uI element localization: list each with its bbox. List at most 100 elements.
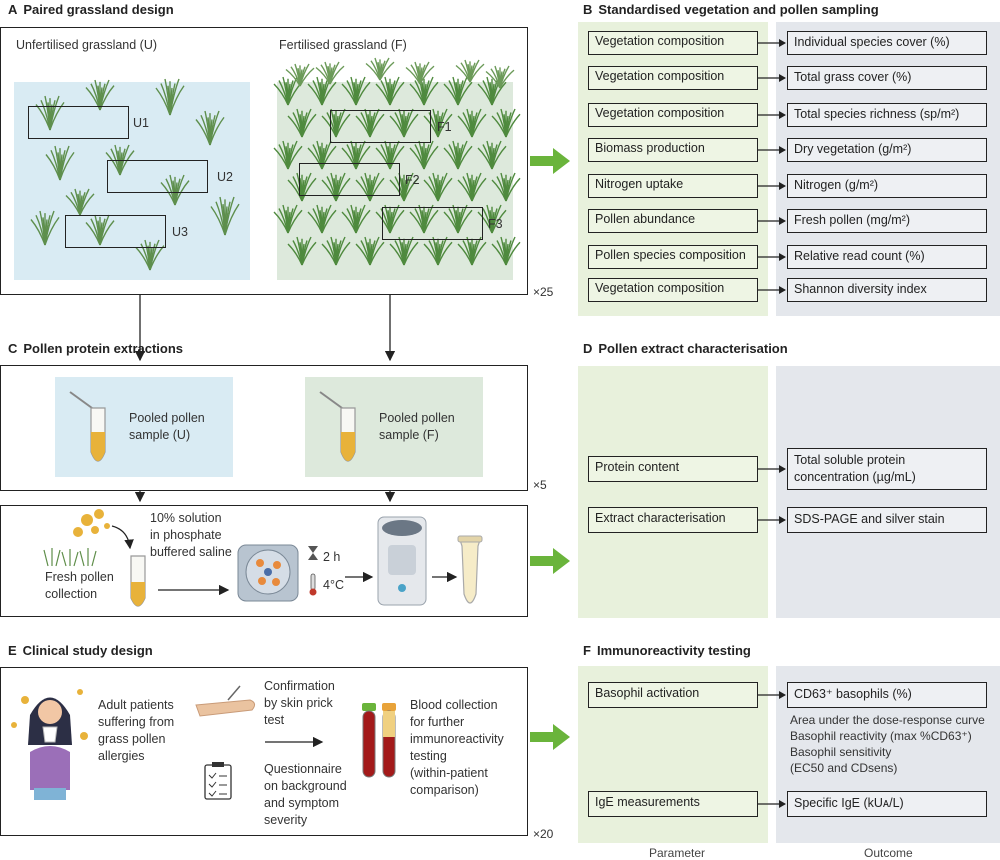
- plot-f1-label: F1: [437, 120, 452, 134]
- grass-tuft: [321, 236, 351, 266]
- grass-tuft: [287, 172, 317, 202]
- grass-tuft: [65, 188, 95, 216]
- sample-u-label: Pooled pollen sample (U): [129, 411, 205, 442]
- plot-u1-rect: [28, 106, 129, 139]
- f-outcome-cd63: CD63⁺ basophils (%): [787, 682, 987, 708]
- grass-tuft: [315, 61, 345, 85]
- grass-tuft: [85, 214, 115, 246]
- grass-tuft: [491, 236, 521, 266]
- sample-u-box: [55, 377, 233, 477]
- b-outcome-box: Relative read count (%): [787, 245, 987, 269]
- arrow-head: [779, 516, 786, 524]
- patient-icon: [11, 689, 88, 800]
- plot-u3-rect: [65, 215, 166, 248]
- hourglass-icon: [308, 546, 318, 560]
- rotator-icon: [237, 544, 299, 602]
- green-arrow-e-f: [530, 724, 570, 750]
- grass-tuft: [273, 204, 303, 234]
- time-label: 2 h: [323, 550, 341, 564]
- f-param-basophil: Basophil activation: [588, 682, 758, 708]
- centrifuge-icon: [377, 516, 427, 606]
- sample-f-box: [305, 377, 483, 477]
- collection-tube-icon: [130, 555, 146, 607]
- b-parameter-box: Biomass production: [588, 138, 758, 162]
- grass-tuft: [455, 59, 485, 83]
- grass-tuft: [491, 172, 521, 202]
- grass-tuft: [341, 76, 371, 106]
- grass-tuft: [195, 110, 225, 146]
- grass-tuft: [491, 108, 521, 138]
- b-parameter-box: Vegetation composition: [588, 31, 758, 55]
- footer-parameter: Parameter: [649, 846, 706, 860]
- arrow-head: [779, 39, 786, 47]
- arrow-head: [779, 182, 786, 190]
- panel-d-parameter-bg: [578, 366, 768, 618]
- plot-f3-label: F3: [488, 217, 503, 231]
- b-outcome-box: Fresh pollen (mg/m²): [787, 209, 987, 233]
- b-outcome-box: Individual species cover (%): [787, 31, 987, 55]
- solution-label: 10% solution in phosphate buffered salin…: [150, 511, 232, 559]
- b-outcome-box: Shannon diversity index: [787, 278, 987, 302]
- grass-tuft: [210, 196, 240, 236]
- patients-label: Adult patients suffering from grass poll…: [98, 698, 175, 763]
- arrow-head: [779, 111, 786, 119]
- arrow-head: [779, 465, 786, 473]
- b-parameter-box: Vegetation composition: [588, 103, 758, 127]
- thermometer-icon: [309, 573, 317, 596]
- sample-f-label: Pooled pollen sample (F): [379, 411, 455, 442]
- grass-tuft: [409, 76, 439, 106]
- d-outcome-sds: SDS-PAGE and silver stain: [787, 507, 987, 533]
- grass-tuft: [375, 76, 405, 106]
- tube-u-icon: [69, 391, 106, 462]
- confirmation-label: Confirmation by skin prick test: [264, 679, 335, 727]
- f-param-ige: IgE measurements: [588, 791, 758, 817]
- arrow-head: [779, 691, 786, 699]
- grass-tuft: [443, 76, 473, 106]
- panel-e-multiplier: ×20: [533, 827, 554, 841]
- grass-tuft: [341, 204, 371, 234]
- b-outcome-box: Dry vegetation (g/m²): [787, 138, 987, 162]
- pollen-dots-icon: [73, 509, 110, 537]
- plot-u3-label: U3: [172, 225, 188, 239]
- b-parameter-box: Pollen abundance: [588, 209, 758, 233]
- plot-f3-rect: [382, 207, 483, 240]
- b-outcome-box: Total species richness (sp/m²): [787, 103, 987, 127]
- plot-u1-label: U1: [133, 116, 149, 130]
- plot-u2-rect: [107, 160, 208, 193]
- small-grass-icon: [43, 548, 97, 567]
- fresh-pollen-label: Fresh pollen collection: [45, 570, 114, 601]
- grass-tuft: [477, 204, 507, 234]
- tube-f-icon: [319, 391, 356, 462]
- arrow-head: [779, 253, 786, 261]
- arrow-head: [779, 146, 786, 154]
- grass-tuft: [105, 144, 135, 176]
- footer-outcome: Outcome: [864, 846, 913, 860]
- panel-e-frame: [0, 667, 528, 836]
- grass-tuft: [155, 78, 185, 116]
- panel-c-multiplier: ×5: [533, 478, 547, 492]
- grass-tuft: [273, 140, 303, 170]
- grass-tuft: [389, 236, 419, 266]
- grass-tuft: [389, 108, 419, 138]
- clipboard-icon: [204, 762, 232, 800]
- questionnaire-label: Questionnaire on background and symptom …: [264, 762, 347, 827]
- grass-tuft: [443, 204, 473, 234]
- unfertilised-label: Unfertilised grassland (U): [16, 38, 158, 52]
- grass-tuft: [457, 172, 487, 202]
- b-outcome-box: Total grass cover (%): [787, 66, 987, 90]
- arrow-head: [779, 74, 786, 82]
- grass-tuft: [355, 172, 385, 202]
- green-arrow-a-b: [530, 148, 570, 174]
- grass-tuft: [409, 204, 439, 234]
- grass-tuft: [423, 236, 453, 266]
- d-param-extract: Extract characterisation: [588, 507, 758, 533]
- plot-f2-label: F2: [405, 173, 420, 187]
- b-parameter-box: Vegetation composition: [588, 66, 758, 90]
- plot-f2-rect: [299, 163, 400, 196]
